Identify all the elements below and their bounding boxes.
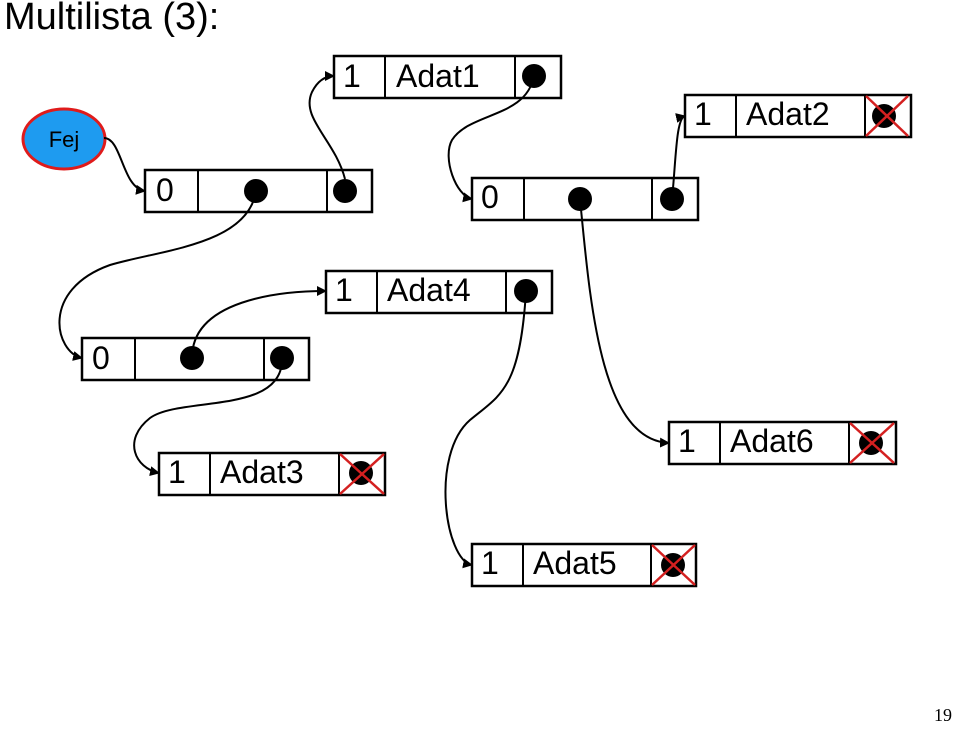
node-value: Adat1	[396, 58, 480, 94]
node-value: Adat3	[220, 454, 304, 490]
node-flag: 1	[343, 58, 361, 94]
next-pointer-dot	[872, 104, 896, 128]
arrow-d4-to-d5	[444, 290, 527, 569]
arrow-s2-to-d6	[579, 198, 670, 448]
structural-node-s3: 0	[80, 336, 311, 382]
node-flag: 1	[678, 423, 696, 459]
arrow-s1-to-s3	[58, 190, 257, 361]
null-pointer-cross	[865, 95, 909, 137]
arrow-s3-to-d3	[133, 357, 284, 477]
head-node: Fej	[21, 107, 107, 171]
data-node-d1: 1 Adat1	[332, 54, 563, 100]
node-flag: 1	[335, 272, 353, 308]
structural-node-s2: 0	[470, 176, 700, 222]
node-value: Adat4	[387, 272, 471, 308]
node-value: Adat2	[746, 96, 830, 132]
null-pointer-cross	[339, 453, 385, 495]
arrow-s1-to-d1	[308, 71, 346, 180]
node-value: Adat6	[730, 423, 814, 459]
null-pointer-cross	[651, 544, 696, 586]
node-value: Adat5	[533, 545, 617, 581]
arrow-s3-to-d4	[191, 286, 327, 359]
node-flag: 0	[92, 340, 110, 376]
node-flag: 1	[168, 454, 186, 490]
structural-node-s1: 0	[143, 168, 374, 214]
next-pointer-dot	[333, 179, 357, 203]
null-pointer-cross	[849, 422, 895, 464]
arrow-head-to-s1	[103, 137, 146, 195]
data-node-d4: 1 Adat4	[324, 269, 554, 315]
arrow-d1-to-s2	[447, 75, 535, 203]
node-flag: 0	[156, 172, 174, 208]
data-node-d6: 1 Adat6	[667, 420, 898, 466]
node-flag: 0	[481, 179, 499, 215]
node-flag: 1	[694, 96, 712, 132]
page-title: Multilista (3):	[4, 0, 220, 38]
data-node-d5: 1 Adat5	[470, 542, 698, 588]
node-flag: 1	[481, 545, 499, 581]
data-node-d2: 1 Adat2	[683, 93, 913, 139]
data-node-d3: 1 Adat3	[157, 451, 387, 497]
head-label: Fej	[49, 127, 80, 152]
page-number: 19	[934, 705, 952, 725]
arrow-s2-to-d2	[671, 113, 686, 200]
